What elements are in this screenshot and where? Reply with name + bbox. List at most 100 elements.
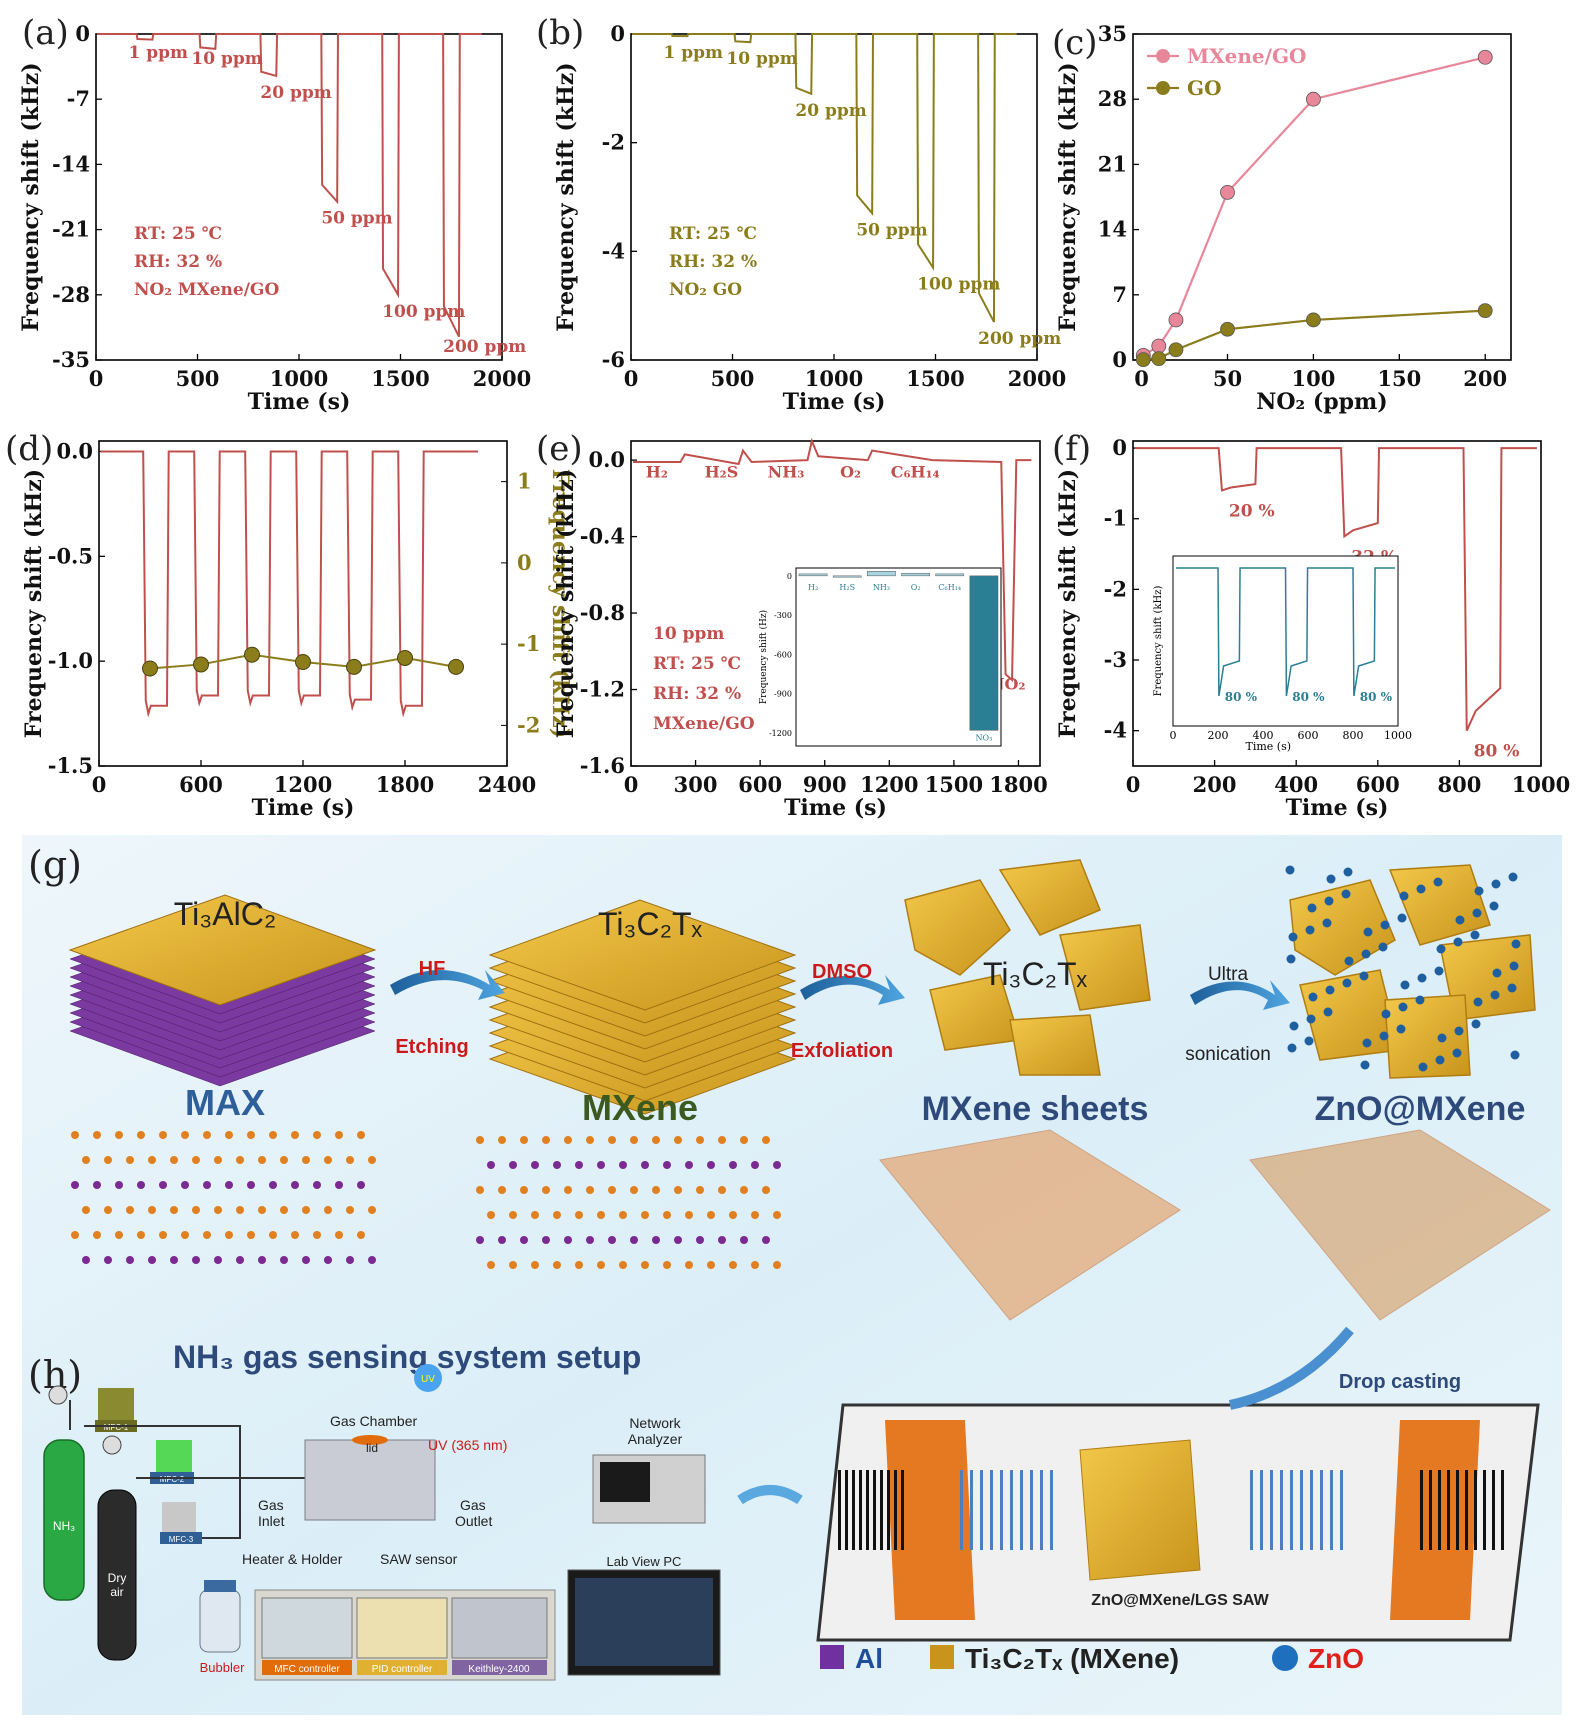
idt-finger [1474,1470,1477,1550]
lattice-atom [586,1136,594,1144]
gas-label: O₂ [840,462,861,481]
lattice-atom [324,1156,332,1164]
lattice-atom [498,1186,506,1194]
annotation: 10 ppm [653,624,724,644]
lattice-atom [203,1231,211,1239]
idt-finger [1447,1470,1450,1550]
mxene-layer [488,899,797,1011]
lattice-atom [487,1211,495,1219]
y-tick-label: 0 [1112,347,1127,372]
data-point [1168,312,1184,328]
lattice-atom [564,1186,572,1194]
pulse-label: 20 ppm [260,83,331,103]
lattice-atom [586,1186,594,1194]
lattice-atom [729,1261,737,1269]
lattice-atom [269,1231,277,1239]
lattice-atom [608,1186,616,1194]
annotation: NO₂ GO [669,280,742,300]
panel-letter-d: (d) [5,429,53,469]
lattice-atom [531,1161,539,1169]
idt-finger [887,1470,890,1550]
lattice-atom [137,1131,145,1139]
idt-finger [1420,1470,1423,1550]
legend-mxene-swatch [930,1645,954,1669]
lattice-atom [236,1206,244,1214]
inset-label: 80 % [1225,690,1258,704]
lattice-atom [335,1231,343,1239]
x-tick-label: 600 [1356,772,1400,797]
x-tick-label: 1000 [1512,772,1570,797]
lattice-atom [71,1131,79,1139]
lattice-atom [170,1256,178,1264]
inset-bar [901,572,930,577]
right-data-point [142,660,158,677]
y-right-tick-label: 1 [517,469,532,494]
inset-category-label: H₂S [839,583,855,592]
panel-letter-e: (e) [536,429,583,469]
x-tick-label: 400 [1274,772,1318,797]
annotation: RT: 25 ℃ [653,654,741,674]
legend-al: Al [855,1643,883,1674]
inset-y-tick-label: -1200 [769,729,792,738]
data-point [1151,338,1167,354]
lattice-atom [575,1261,583,1269]
y-tick-label: 14 [1098,217,1127,242]
lattice-atom [498,1236,506,1244]
zno-dot [1454,1026,1464,1036]
uv-label: UV (365 nm) [428,1437,507,1453]
y-tick-label: -14 [52,151,90,176]
lattice-atom [346,1256,354,1264]
lattice-atom [751,1161,759,1169]
inset-x-label: Time (s) [1246,740,1292,753]
x-axis-label: Time (s) [252,795,355,821]
zno-dot [1508,872,1518,882]
idt-finger [1330,1470,1333,1550]
panel-letter-c: (c) [1052,23,1098,63]
network-analyzer: Network Analyzer [592,1415,706,1524]
x-tick-label: 100 [1291,366,1335,391]
legend-mxene: Ti₃C₂Tₓ (MXene) [965,1643,1179,1674]
right-data-point [295,654,311,670]
lattice-atom [729,1211,737,1219]
lattice-atom [707,1261,715,1269]
lattice-atom [773,1161,781,1169]
y-right-axis-label: Frequency shift (kHz) [547,469,573,738]
zno-dot [1323,1007,1333,1017]
zno-dot [1399,891,1409,901]
lattice-atom [126,1256,134,1264]
lattice-atom [104,1206,112,1214]
max-formula: Ti₃AlC₂ [174,896,276,932]
zno-dot [1381,1009,1391,1019]
lattice-atom [214,1256,222,1264]
x-tick-label: 1200 [860,772,918,797]
inset-frame [795,567,1002,747]
idt-finger [1465,1470,1468,1550]
x-tick-label: 600 [738,772,782,797]
lattice-atom [302,1206,310,1214]
x-tick-label: 2000 [473,366,531,391]
x-tick-label: 1000 [270,366,328,391]
right-data-point [244,646,260,663]
zno-dot [1510,1050,1520,1060]
idt-finger [1260,1470,1263,1550]
drop-casting-label: Drop casting [1339,1371,1461,1393]
lattice-atom [641,1161,649,1169]
lattice-atom [313,1181,321,1189]
zno-dot [1452,1048,1462,1058]
air-label: air [110,1585,123,1599]
annotation: RT: 25 ℃ [134,224,222,244]
mfc-controller-label: MFC controller [274,1664,340,1675]
dry-air-cylinder: Dry air [97,1435,137,1661]
lattice-atom [247,1231,255,1239]
idt-finger [894,1470,897,1550]
outlet-label-1: Gas [460,1497,486,1513]
lattice-block [1249,1129,1551,1321]
y-tick-label: -0.4 [580,524,625,549]
lattice-atom [564,1236,572,1244]
zno-dot [1289,1021,1299,1031]
crystal-lattices [71,1129,1551,1321]
right-data-point [346,658,362,675]
inset-y-label: Frequency shift (kHz) [1153,586,1164,697]
lattice-atom [696,1136,704,1144]
inlet-label-1: Gas [258,1497,284,1513]
